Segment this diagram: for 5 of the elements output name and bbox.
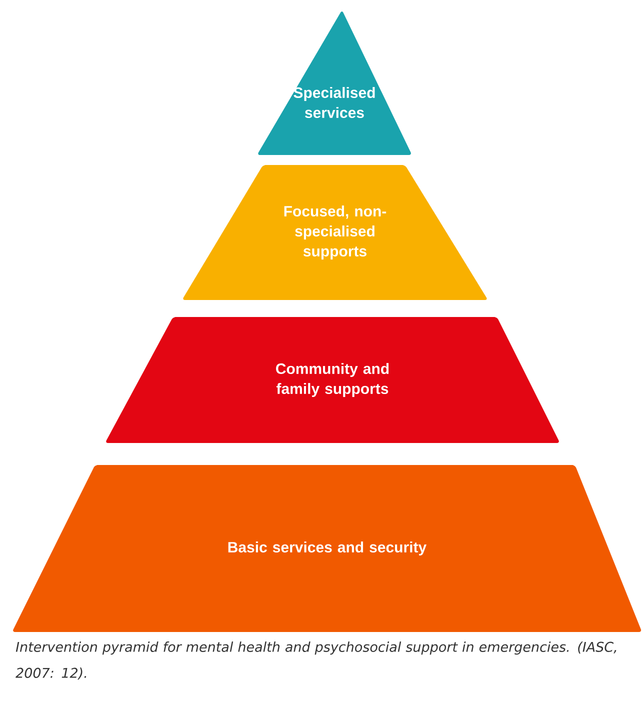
- caption: Intervention pyramid for mental health and psychosocial support in emergencies. (IASC, 2007: 12).: [16, 642, 616, 680]
- pyramid-level: Focused, non-specialised supports: [183, 165, 487, 300]
- pyramid-level: Community and family supports: [106, 317, 559, 443]
- pyramid-level: Specialised services: [258, 12, 411, 155]
- pyramid-level: Basic services and security: [13, 465, 642, 632]
